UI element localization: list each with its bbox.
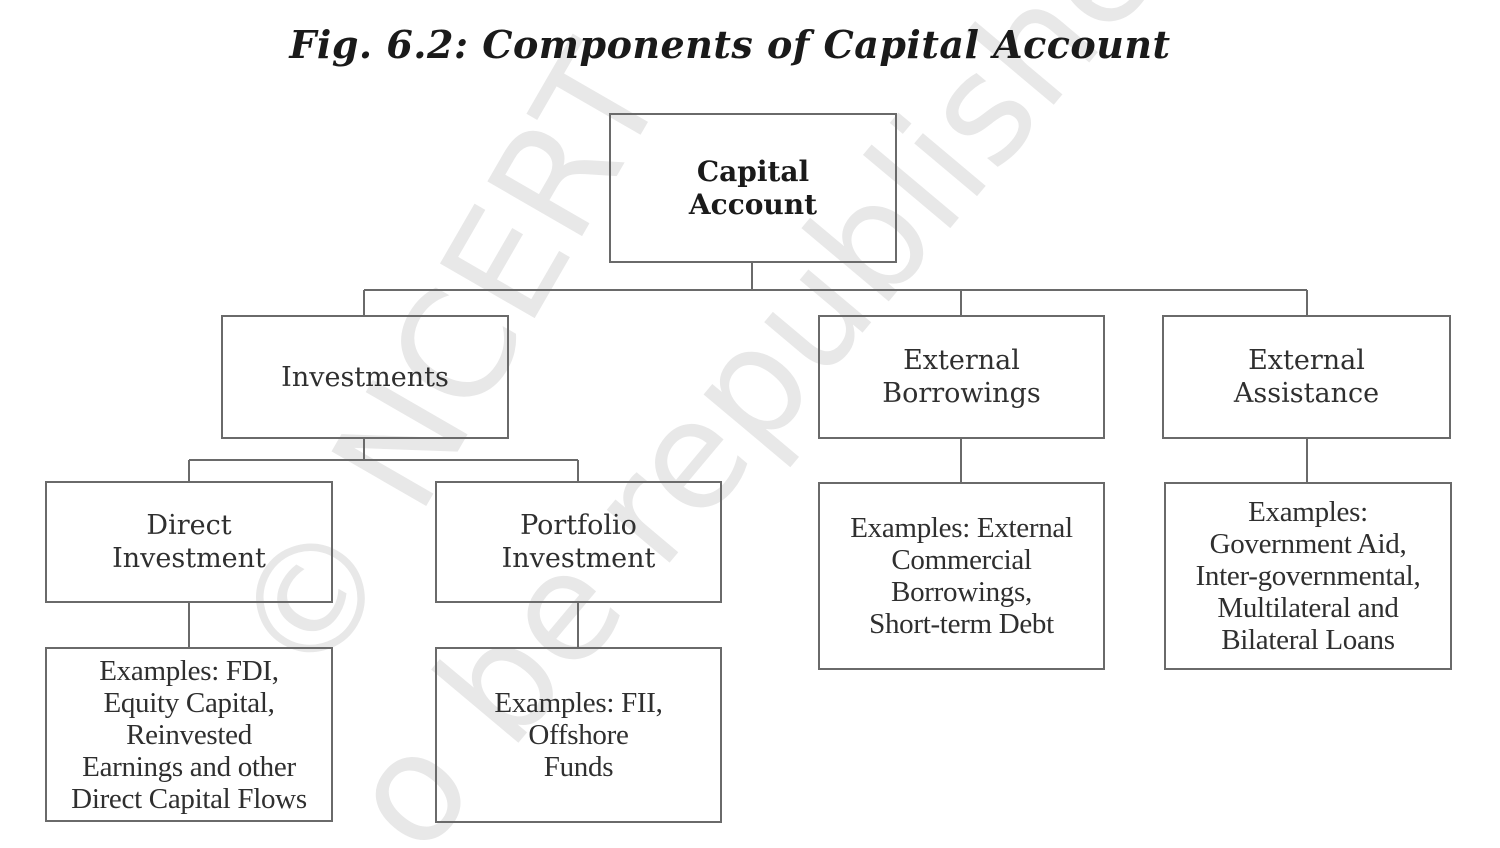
node-external-borrowings-label: External Borrowings bbox=[882, 345, 1041, 409]
node-examples-portfolio-label: Examples: FII, Offshore Funds bbox=[494, 687, 663, 783]
node-examples-assistance-label: Examples: Government Aid, Inter-governme… bbox=[1195, 496, 1421, 656]
node-investments: Investments bbox=[221, 315, 509, 439]
node-examples-borrowings-label: Examples: External Commercial Borrowings… bbox=[850, 512, 1073, 640]
node-investments-label: Investments bbox=[281, 361, 449, 393]
figure-title: Fig. 6.2: Components of Capital Account bbox=[289, 22, 1171, 67]
node-capital-account-label: Capital Account bbox=[688, 155, 818, 221]
node-external-assistance-label: External Assistance bbox=[1233, 345, 1380, 409]
node-capital-account: Capital Account bbox=[609, 113, 897, 263]
node-examples-borrowings: Examples: External Commercial Borrowings… bbox=[818, 482, 1105, 670]
node-portfolio-investment: Portfolio Investment bbox=[435, 481, 722, 603]
node-examples-direct-label: Examples: FDI, Equity Capital, Reinveste… bbox=[71, 654, 307, 815]
node-external-borrowings: External Borrowings bbox=[818, 315, 1105, 439]
node-external-assistance: External Assistance bbox=[1162, 315, 1451, 439]
node-examples-direct: Examples: FDI, Equity Capital, Reinveste… bbox=[45, 647, 333, 822]
node-examples-portfolio: Examples: FII, Offshore Funds bbox=[435, 647, 722, 823]
node-portfolio-investment-label: Portfolio Investment bbox=[501, 510, 656, 574]
node-direct-investment-label: Direct Investment bbox=[112, 510, 266, 574]
node-examples-assistance: Examples: Government Aid, Inter-governme… bbox=[1164, 482, 1452, 670]
node-direct-investment: Direct Investment bbox=[45, 481, 333, 603]
